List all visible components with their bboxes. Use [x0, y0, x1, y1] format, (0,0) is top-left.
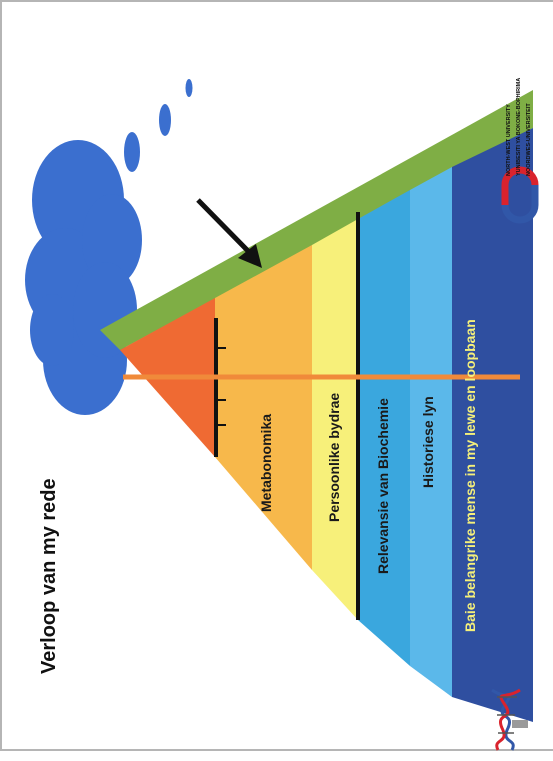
university-name-line1: NORTH-WEST UNIVERSITY	[506, 104, 512, 176]
layer-label-belangrike-mense: Baie belangrike mense in my lewe en loop…	[462, 319, 478, 632]
university-name-line2: YUNIBESITI YA BOKONE-BOPHIRIMA	[516, 77, 522, 176]
university-logo-icon	[501, 166, 539, 224]
layer-label-historiese-lyn: Historiese lyn	[420, 396, 436, 488]
arrow-icon	[196, 198, 262, 268]
grey-mark	[512, 720, 528, 728]
university-name-line3: NOORDWES-UNIVERSITEIT	[526, 103, 532, 176]
layer-relevansie	[358, 190, 410, 666]
slide-border-bottom	[0, 749, 553, 751]
layer-historiese-lyn	[410, 167, 452, 697]
dna-helix-icon	[491, 688, 521, 751]
slide-border-top	[0, 0, 553, 2]
layer-metabonomika	[215, 245, 312, 570]
slide-border-left	[0, 0, 2, 751]
layer-belangrike-mense	[452, 128, 533, 722]
layer-label-metabonomika: Metabonomika	[258, 413, 274, 512]
layer-label-relevansie: Relevansie van Biochemie	[375, 398, 391, 574]
pyramid-outer-band	[100, 90, 533, 350]
layer-persoonlike-bydrae	[312, 219, 358, 620]
slide-title: Verloop van my rede	[38, 478, 60, 674]
layer-label-persoonlike-bydrae: Persoonlike bydrae	[326, 392, 342, 522]
